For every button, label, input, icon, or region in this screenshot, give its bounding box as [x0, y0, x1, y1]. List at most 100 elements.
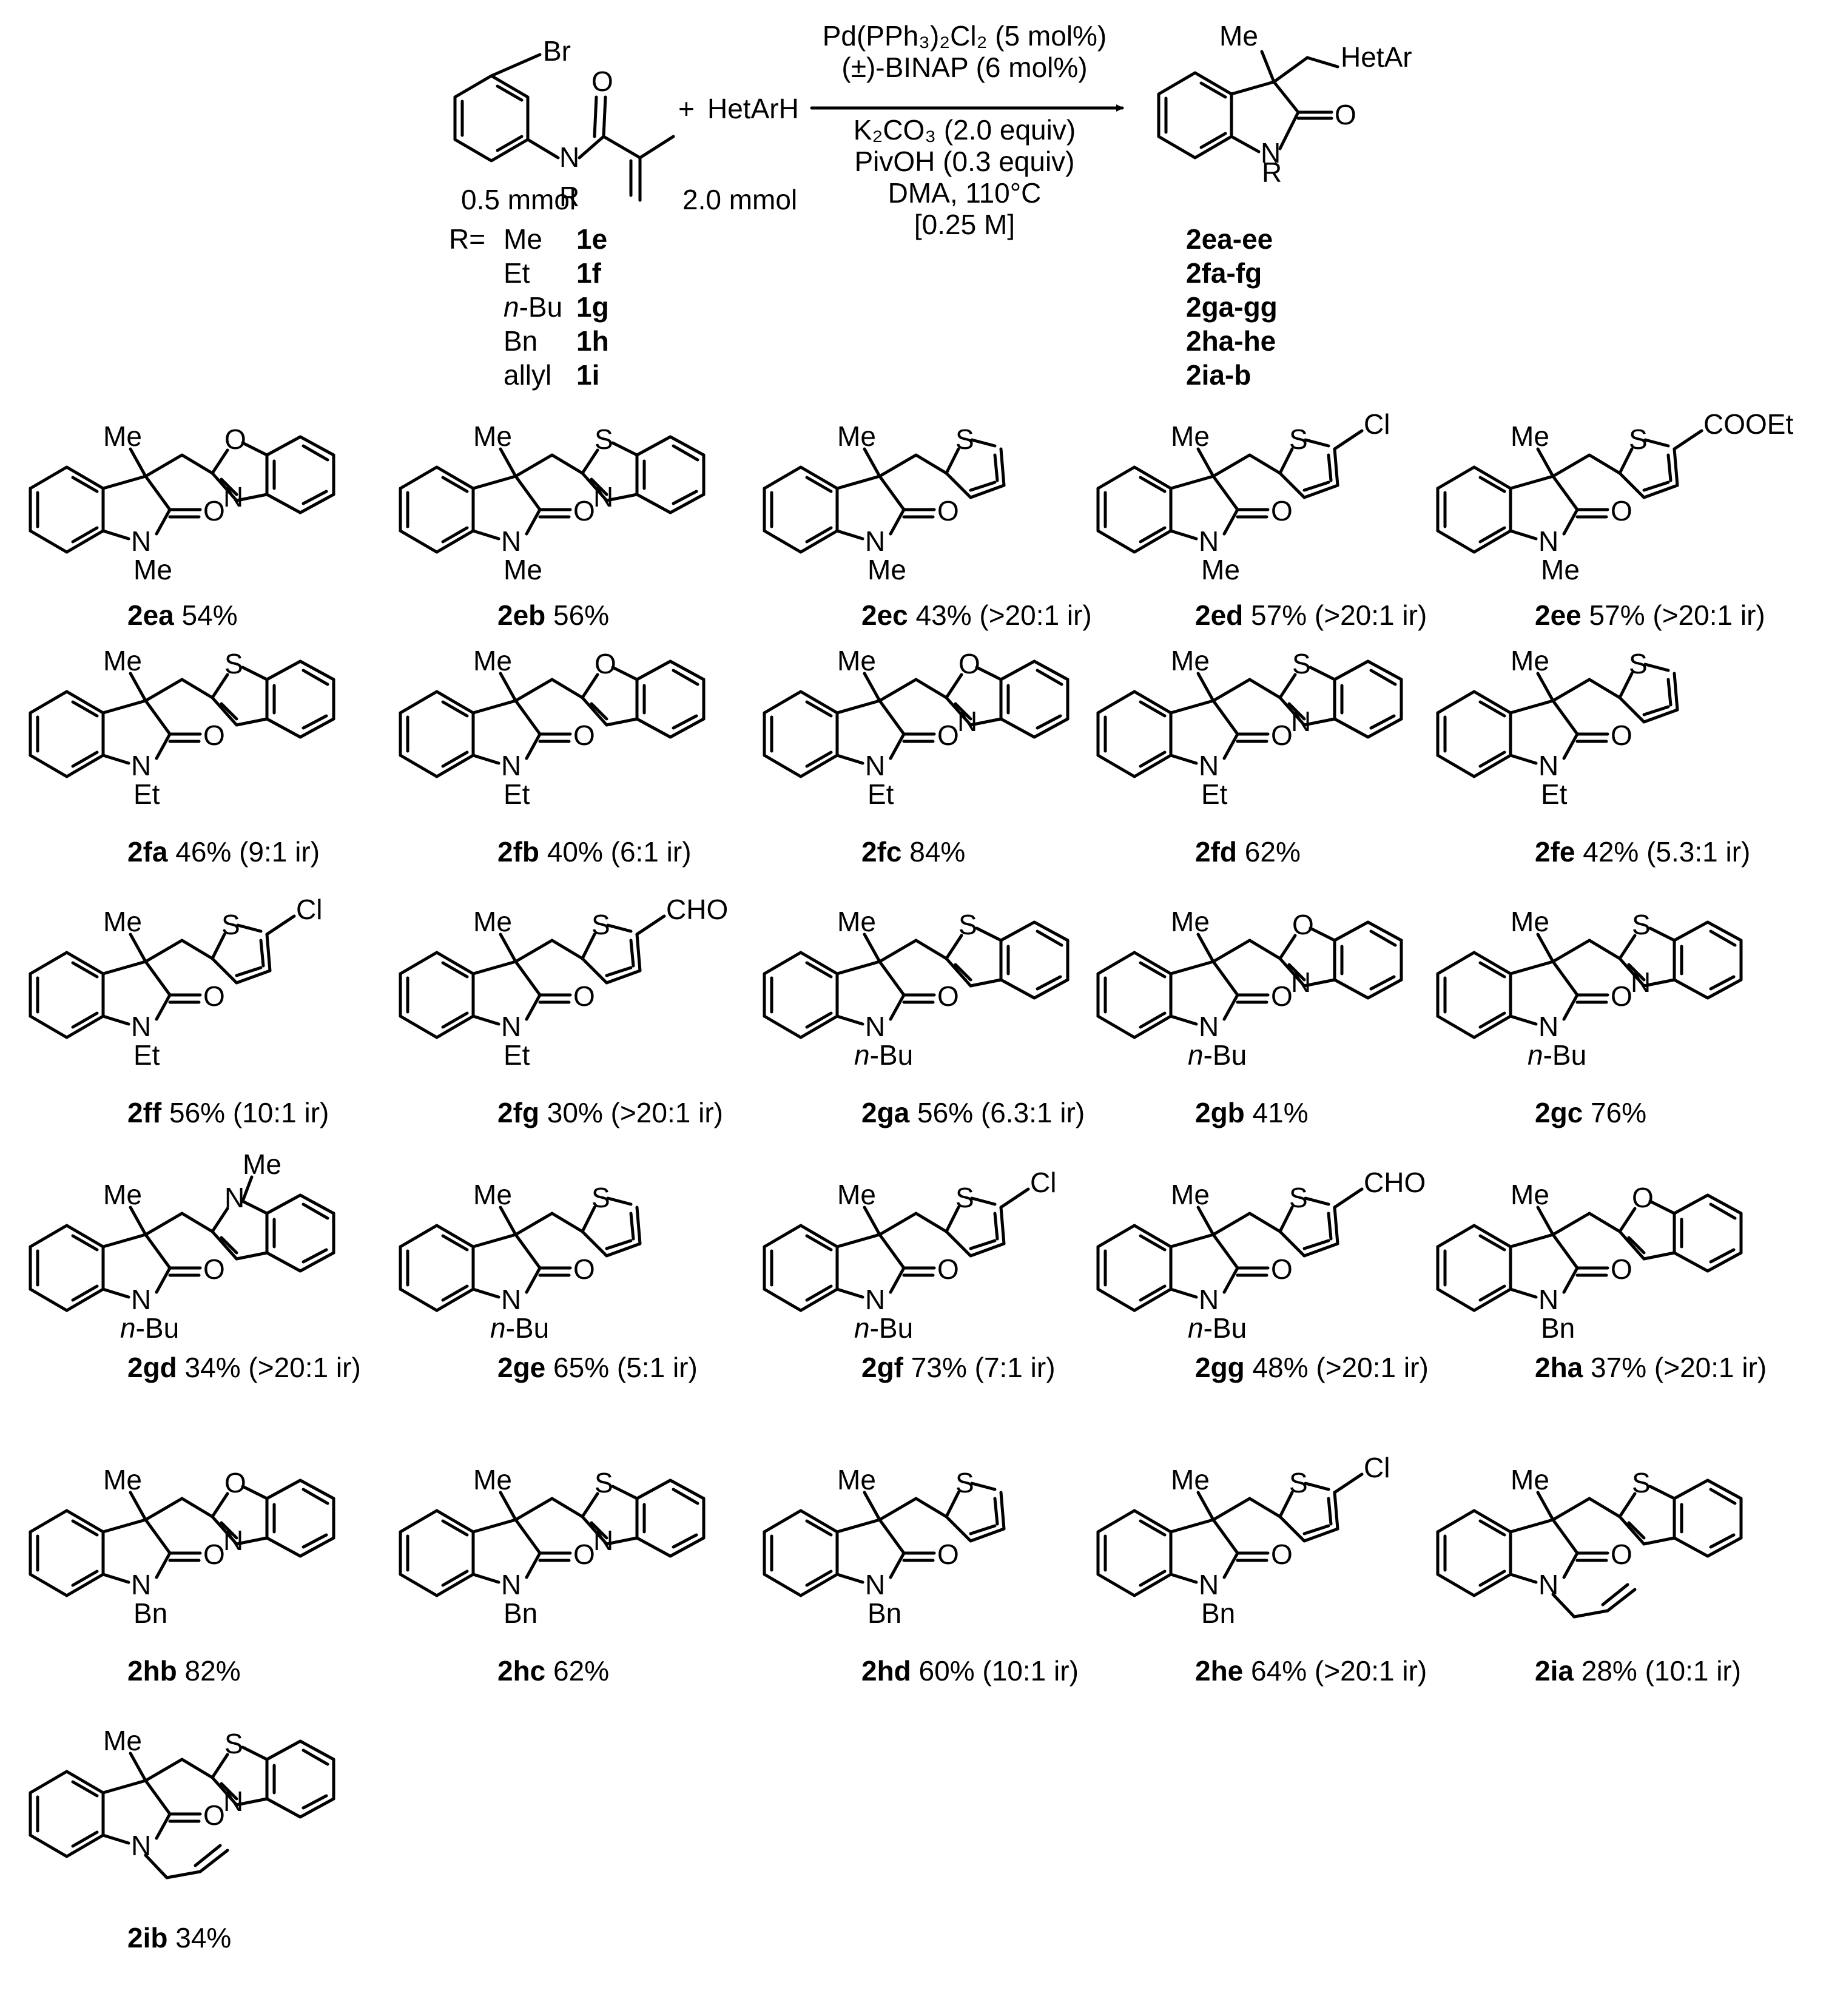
compound-yield: 40% (6:1 ir) [539, 836, 692, 868]
heteroatom-label: S [595, 1467, 613, 1499]
compound-id: 2fa [127, 836, 168, 868]
indolinone-n-label: N [1199, 1011, 1219, 1042]
compound-id: 2he [1195, 1655, 1243, 1687]
indolinone-n-label: N [131, 750, 151, 781]
r-compound-id: 1e [576, 223, 607, 255]
conditions-below-arrow: K₂CO₃ (2.0 equiv)PivOH (0.3 equiv)DMA, 1… [854, 114, 1076, 240]
carbonyl-o-label: O [1611, 495, 1632, 527]
n-substituent-label: Bn [1201, 1597, 1235, 1629]
compound-id: 2ed [1195, 599, 1243, 631]
n-substituent-label: Me [1541, 554, 1580, 585]
r-group-name: Et [504, 257, 530, 289]
c3-methyl-label: Me [103, 645, 142, 676]
heteroatom-label: S [1292, 648, 1311, 679]
heteroatom-label: O [224, 423, 246, 455]
indolinone-n-label: N [501, 525, 521, 557]
compound-caption: 2ge 65% (5:1 ir) [497, 1352, 698, 1383]
compound-yield: 62% [1237, 836, 1301, 868]
compound-id: 2gg [1195, 1352, 1245, 1383]
reactant-structure [453, 53, 675, 202]
compound-yield: 65% (5:1 ir) [545, 1352, 698, 1383]
compound-caption: 2fb 40% (6:1 ir) [497, 836, 692, 868]
product-hetar-label: HetAr [1341, 41, 1412, 73]
compound-id: 2ib [127, 1922, 167, 1954]
indolinone-n-label: N [1199, 750, 1219, 781]
c3-methyl-label: Me [103, 1464, 142, 1495]
n-substituent-label: Et [133, 778, 160, 810]
compound-id: 2ea [127, 599, 174, 631]
n-substituent-label: Me [867, 554, 906, 585]
compound-caption: 2ib 34% [127, 1922, 231, 1954]
n-substituent-label: n-Bu [1188, 1039, 1247, 1071]
compound-id: 2ha [1535, 1352, 1583, 1383]
carbonyl-o-label: O [1271, 720, 1293, 751]
compound-caption: 2fc 84% [861, 836, 965, 868]
compound-yield: 64% (>20:1 ir) [1243, 1655, 1427, 1687]
c3-methyl-label: Me [473, 645, 512, 676]
heteroatom-label: N [224, 1182, 244, 1213]
c3-methyl-label: Me [103, 420, 142, 452]
compound-id: 2ee [1535, 599, 1582, 631]
compound-caption: 2ee 57% (>20:1 ir) [1535, 599, 1765, 631]
heteroatom-label: S [1289, 1467, 1308, 1499]
ring-substituent-label: Cl [1030, 1167, 1056, 1198]
compound-caption: 2gb 41% [1195, 1097, 1309, 1128]
indolinone-n-label: N [501, 1284, 521, 1315]
carbonyl-o-label: O [573, 980, 595, 1012]
compound-id: 2fc [861, 836, 901, 868]
c3-methyl-label: Me [473, 1179, 512, 1210]
c3-methyl-label: Me [1511, 1179, 1549, 1210]
c3-methyl-label: Me [837, 1464, 876, 1495]
carbonyl-o-label: O [203, 1539, 225, 1570]
compound-caption: 2gf 73% (7:1 ir) [861, 1352, 1056, 1383]
carbonyl-o-label: O [573, 1253, 595, 1285]
compound-yield: 30% (>20:1 ir) [539, 1097, 723, 1128]
r-group-name: Me [504, 223, 542, 255]
carbonyl-o-label: O [203, 1253, 225, 1285]
compound-id: 2gc [1535, 1097, 1583, 1128]
c3-methyl-label: Me [1171, 1179, 1210, 1210]
compound-yield: 41% [1245, 1097, 1309, 1128]
reactant-r-label: R [559, 181, 579, 212]
c3-methyl-label: Me [473, 906, 512, 937]
indolinone-n-label: N [501, 750, 521, 781]
indolinone-n-label: N [1538, 1011, 1558, 1042]
heteroatom-label: S [955, 1467, 974, 1499]
indolinone-n-label: N [1538, 750, 1558, 781]
compound-caption: 2fg 30% (>20:1 ir) [497, 1097, 723, 1128]
condition-above-line: (±)-BINAP (6 mol%) [841, 52, 1087, 83]
heteroatom-label: O [958, 648, 980, 679]
r-prefix-label: R= [449, 223, 485, 255]
compound-id: 2gf [861, 1352, 904, 1383]
carbonyl-o-label: O [203, 495, 225, 527]
n-substituent-label: n-Bu [120, 1312, 179, 1344]
compound-caption: 2ia 28% (10:1 ir) [1535, 1655, 1741, 1687]
condition-below-line: K₂CO₃ (2.0 equiv) [854, 114, 1076, 146]
compound-id: 2fd [1195, 836, 1237, 868]
compound-caption: 2ed 57% (>20:1 ir) [1195, 599, 1427, 631]
condition-below-line: DMA, 110°C [888, 177, 1042, 209]
compound-id: 2fb [497, 836, 539, 868]
carbonyl-o-label: O [203, 720, 225, 751]
compound-id: 2hb [127, 1655, 177, 1687]
compound-id: 2ec [861, 599, 908, 631]
indolinone-n-label: N [865, 1284, 885, 1315]
carbonyl-o-label: O [1611, 720, 1632, 751]
hetarene-reagent: HetArH [707, 93, 799, 124]
heteroatom-label: O [1632, 1182, 1654, 1213]
compound-yield: 73% (7:1 ir) [903, 1352, 1056, 1383]
heteroatom-label: N [1291, 966, 1311, 998]
ring-substituent-label: Cl [296, 894, 322, 925]
indolinone-n-label: N [131, 1569, 151, 1600]
r-group-name: Bn [504, 325, 537, 357]
product-range: 2ea-ee [1186, 223, 1273, 255]
r-group-name: allyl [504, 359, 551, 391]
heteroatom-label: N [223, 481, 243, 513]
